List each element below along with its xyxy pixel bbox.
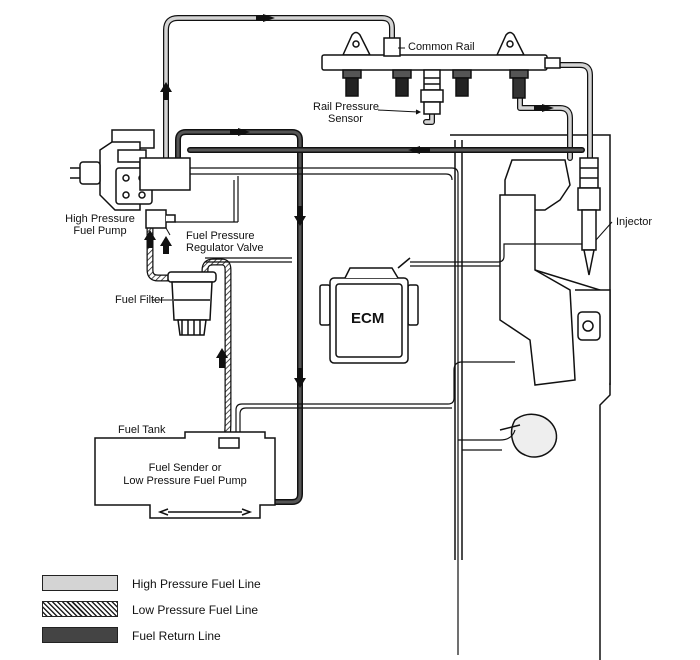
legend-item-high-pressure: High Pressure Fuel Line [42, 575, 442, 595]
sensor-wiring [175, 167, 595, 655]
common-rail-label: Common Rail [408, 41, 475, 53]
return-lines [175, 129, 585, 505]
rail-pressure-sensor-label-line1: Rail Pressure [313, 101, 380, 113]
high-pressure-pump-label-line1: High Pressure [65, 213, 135, 225]
legend-item-low-pressure: Low Pressure Fuel Line [42, 601, 442, 621]
high-pressure-pump-label-line2: Fuel Pump [73, 225, 127, 237]
rail-pressure-sensor-label-line2: Sensor [328, 113, 363, 125]
fuel-filter-label: Fuel Filter [115, 294, 164, 306]
legend-swatch-low-pressure [42, 601, 118, 617]
legend-label-return: Fuel Return Line [132, 629, 221, 643]
fuel-tank [94, 431, 276, 519]
leader-lines [152, 47, 613, 301]
high-pressure-pump [70, 129, 191, 229]
legend-label-high-pressure: High Pressure Fuel Line [132, 577, 261, 591]
legend-swatch-return [42, 627, 118, 643]
injector [577, 157, 601, 276]
fuel-tank-label: Fuel Tank [118, 424, 166, 436]
legend-item-return: Fuel Return Line [42, 627, 442, 647]
regulator-valve-label-line1: Fuel Pressure [186, 230, 255, 242]
fuel-filter [167, 271, 217, 336]
common-rail [321, 31, 561, 115]
legend-swatch-high-pressure [42, 575, 118, 591]
injector-label: Injector [616, 216, 653, 228]
flow-arrows [144, 14, 554, 388]
ecm-label: ECM [351, 310, 385, 327]
fuel-sender-label-line1: Fuel Sender or [148, 462, 222, 474]
high-pressure-lines [163, 15, 593, 163]
ecm-module [319, 257, 419, 364]
legend-label-low-pressure: Low Pressure Fuel Line [132, 603, 259, 617]
regulator-valve-label-line2: Regulator Valve [186, 242, 264, 254]
fuel-sender-label-line2: Low Pressure Fuel Pump [123, 475, 247, 487]
